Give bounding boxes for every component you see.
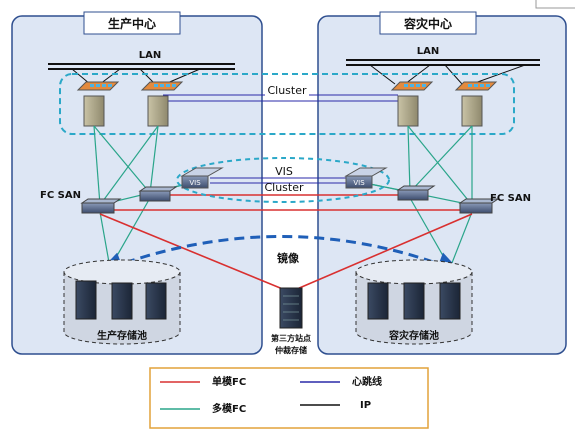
svg-text:VIS: VIS — [353, 179, 365, 187]
quorum-storage-detail — [283, 295, 299, 321]
production-title-box — [83, 11, 181, 35]
quorum-storage-array — [279, 287, 303, 329]
server — [76, 81, 120, 127]
legend-label-ip: IP — [360, 400, 371, 411]
dr-site-title: 容灾中心 — [403, 16, 452, 31]
fc-san-switch — [138, 186, 178, 202]
dr-title-box — [379, 11, 477, 35]
dr-lan-label: LAN — [417, 46, 439, 57]
legend-label-singlemode-fc: 单模FC — [212, 375, 246, 388]
production-fc-san-label: FC SAN — [40, 190, 81, 201]
mirror-label: 镜像 — [277, 251, 300, 265]
cluster-label-bg — [265, 83, 309, 97]
fc-san-switch — [80, 198, 122, 214]
storage-array — [111, 282, 133, 320]
quorum-storage-label: 仲裁存储 — [275, 345, 307, 355]
storage-array — [439, 282, 461, 320]
storage-array — [145, 282, 167, 320]
cluster-boundary — [59, 73, 515, 135]
server — [390, 81, 434, 127]
server — [140, 81, 184, 127]
legend-label-heartbeat: 心跳线 — [352, 375, 382, 388]
production-lan-label: LAN — [139, 50, 161, 61]
production-storage-pool — [63, 259, 181, 345]
vis-node: VIS — [344, 167, 388, 189]
dr-pool-label: 容灾存储池 — [388, 329, 439, 342]
production-site-title: 生产中心 — [108, 16, 156, 31]
legend-label-multimode-fc: 多模FC — [212, 402, 246, 415]
vis-label: VIS — [275, 165, 293, 178]
legend-box — [149, 367, 429, 429]
third-site-label: 第三方站点 — [271, 333, 311, 343]
vis-node: VIS — [180, 167, 224, 189]
dr-fc-san-label: FC SAN — [490, 193, 531, 204]
production-pool-label: 生产存储池 — [97, 329, 147, 342]
fc-san-switch — [458, 198, 500, 214]
vis-cluster-label: Cluster — [264, 181, 304, 194]
storage-array — [75, 280, 97, 320]
storage-array — [403, 282, 425, 320]
svg-text:VIS: VIS — [189, 179, 201, 187]
fc-san-switch — [396, 185, 436, 201]
storage-array — [367, 282, 389, 320]
cluster-label: Cluster — [267, 84, 307, 97]
corner-decoration — [535, 0, 575, 9]
vis-cluster-boundary — [176, 157, 390, 203]
dr-storage-pool — [355, 259, 473, 345]
